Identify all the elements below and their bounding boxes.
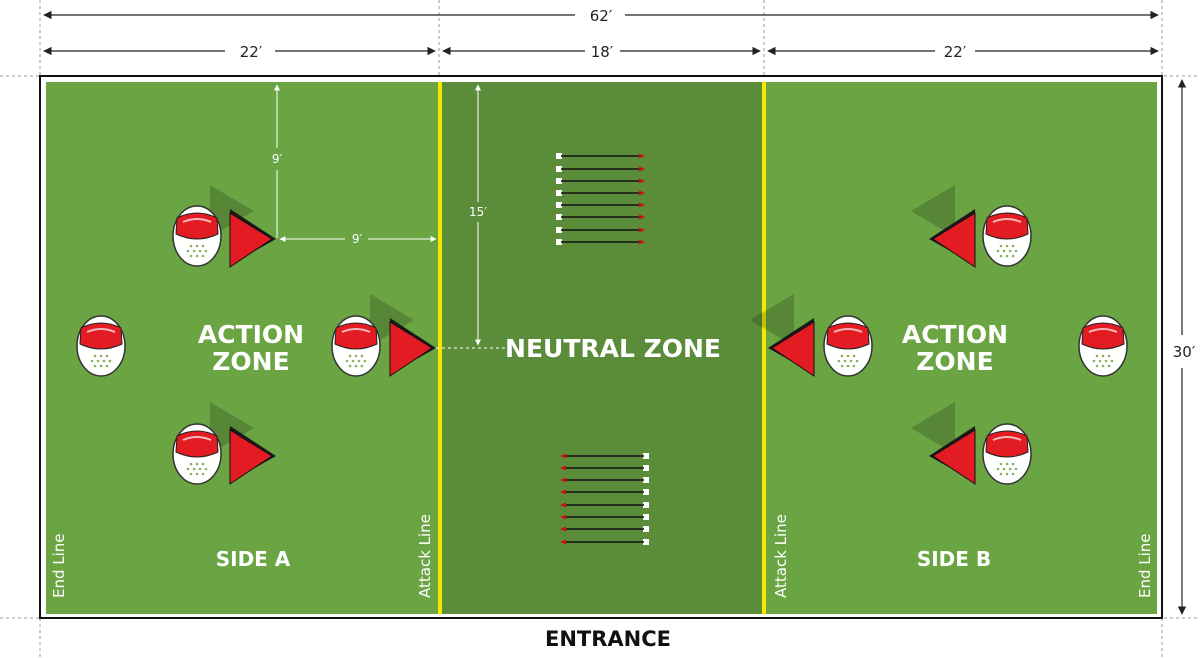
player-mask-icon: [823, 315, 873, 377]
action-zone-b-label-1: ACTION: [902, 320, 1008, 349]
neutral-zone-label: NEUTRAL ZONE: [505, 334, 721, 363]
player-mask-icon: [76, 315, 126, 377]
player-mask-icon: [172, 205, 222, 267]
action-zone-a-label-2: ZONE: [212, 347, 289, 376]
side-b-label: SIDE B: [917, 547, 991, 571]
dim-arrow-distance: 15′: [469, 205, 487, 219]
dim-total-length: 62′: [590, 7, 613, 25]
dim-width: 30′: [1173, 343, 1196, 361]
attack-line-left-label: Attack Line: [416, 514, 434, 598]
dim-bunker-offset: 9′: [352, 232, 363, 246]
player-mask-icon: [172, 423, 222, 485]
attack-line-right-label: Attack Line: [772, 514, 790, 598]
dimension-lines: [43, 10, 1187, 615]
dim-bunker-depth: 9′: [272, 152, 283, 166]
end-line-left-label: End Line: [50, 533, 68, 598]
dim-side-a-length: 22′: [240, 43, 263, 61]
action-zone-a-label-1: ACTION: [198, 320, 304, 349]
player-mask-icon: [982, 423, 1032, 485]
player-mask-icon: [1078, 315, 1128, 377]
dim-side-b-length: 22′: [944, 43, 967, 61]
end-line-right-label: End Line: [1136, 533, 1154, 598]
player-mask-icon: [982, 205, 1032, 267]
action-zone-b-label-2: ZONE: [916, 347, 993, 376]
interior-dimensions: [274, 84, 505, 349]
dim-neutral-length: 18′: [591, 43, 614, 61]
player-mask-icon: [331, 315, 381, 377]
neutral-zone: [440, 82, 764, 614]
side-a-label: SIDE A: [216, 547, 291, 571]
entrance-label: ENTRANCE: [545, 627, 671, 651]
